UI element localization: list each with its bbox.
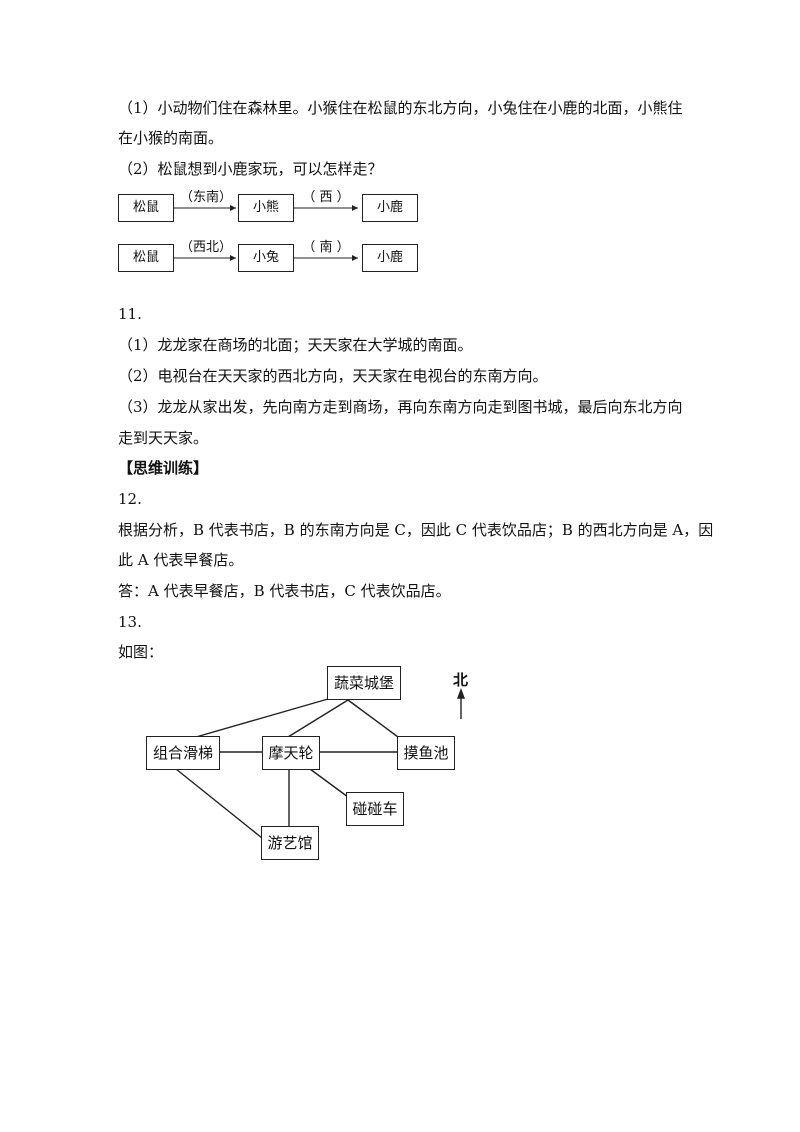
node-bumper-cars: 碰碰车 bbox=[346, 792, 404, 826]
q10-part1-line1: （1）小动物们住在森林里。小猴住在松鼠的东北方向，小兔住在小鹿的北面，小熊住 bbox=[118, 99, 683, 117]
route-diagram-1: 松鼠 （东南） 小熊 （ 西 ） 小鹿 bbox=[118, 190, 428, 222]
q11-part2: （2）电视台在天天家的西北方向，天天家在电视台的东南方向。 bbox=[118, 367, 548, 385]
q12-answer: 答：A 代表早餐店，B 代表书店，C 代表饮品店。 bbox=[118, 582, 451, 600]
north-label: 北 bbox=[453, 671, 469, 689]
park-map-diagram: 蔬菜城堡 组合滑梯 摩天轮 摸鱼池 碰碰车 游艺馆 北 bbox=[120, 660, 500, 870]
route2-middle-box: 小兔 bbox=[238, 244, 294, 272]
q11-part3-line2: 走到天天家。 bbox=[118, 429, 209, 447]
route2-direction-1: （西北） bbox=[179, 240, 232, 255]
route1-middle-box: 小熊 bbox=[238, 194, 294, 222]
q10-part2: （2）松鼠想到小鹿家玩，可以怎样走？ bbox=[118, 160, 383, 178]
q11-number: 11. bbox=[118, 305, 142, 323]
route1-direction-2: （ 西 ） bbox=[302, 190, 350, 205]
route2-end-box: 小鹿 bbox=[362, 244, 418, 272]
north-arrow bbox=[456, 688, 466, 719]
section-title: 【思维训练】 bbox=[118, 459, 209, 477]
route1-direction-1: （东南） bbox=[179, 190, 232, 205]
route1-start-box: 松鼠 bbox=[118, 194, 174, 222]
node-ferris-wheel: 摩天轮 bbox=[262, 736, 320, 770]
q12-line2: 此 A 代表早餐店。 bbox=[118, 551, 244, 569]
q10-part1-line2: 在小猴的南面。 bbox=[118, 129, 224, 147]
node-combo-slide: 组合滑梯 bbox=[146, 736, 220, 770]
q13-number: 13. bbox=[118, 613, 142, 631]
q11-part3-line1: （3）龙龙从家出发，先向南方走到商场，再向东南方向走到图书城，最后向东北方向 bbox=[118, 398, 683, 416]
route1-end-box: 小鹿 bbox=[362, 194, 418, 222]
q12-line1: 根据分析，B 代表书店，B 的东南方向是 C，因此 C 代表饮品店；B 的西北方… bbox=[118, 521, 714, 539]
q12-number: 12. bbox=[118, 490, 142, 508]
node-vegetable-castle: 蔬菜城堡 bbox=[327, 666, 401, 700]
route2-direction-2: （ 南 ） bbox=[302, 240, 350, 255]
node-arcade: 游艺馆 bbox=[261, 826, 319, 860]
route-diagram-2: 松鼠 （西北） 小兔 （ 南 ） 小鹿 bbox=[118, 240, 428, 272]
route-arrows-2 bbox=[172, 255, 358, 261]
route-arrows-1 bbox=[172, 205, 358, 211]
route2-start-box: 松鼠 bbox=[118, 244, 174, 272]
q13-intro: 如图： bbox=[118, 643, 164, 661]
q11-part1: （1）龙龙家在商场的北面；天天家在大学城的南面。 bbox=[118, 336, 473, 354]
node-fish-pond: 摸鱼池 bbox=[397, 736, 455, 770]
